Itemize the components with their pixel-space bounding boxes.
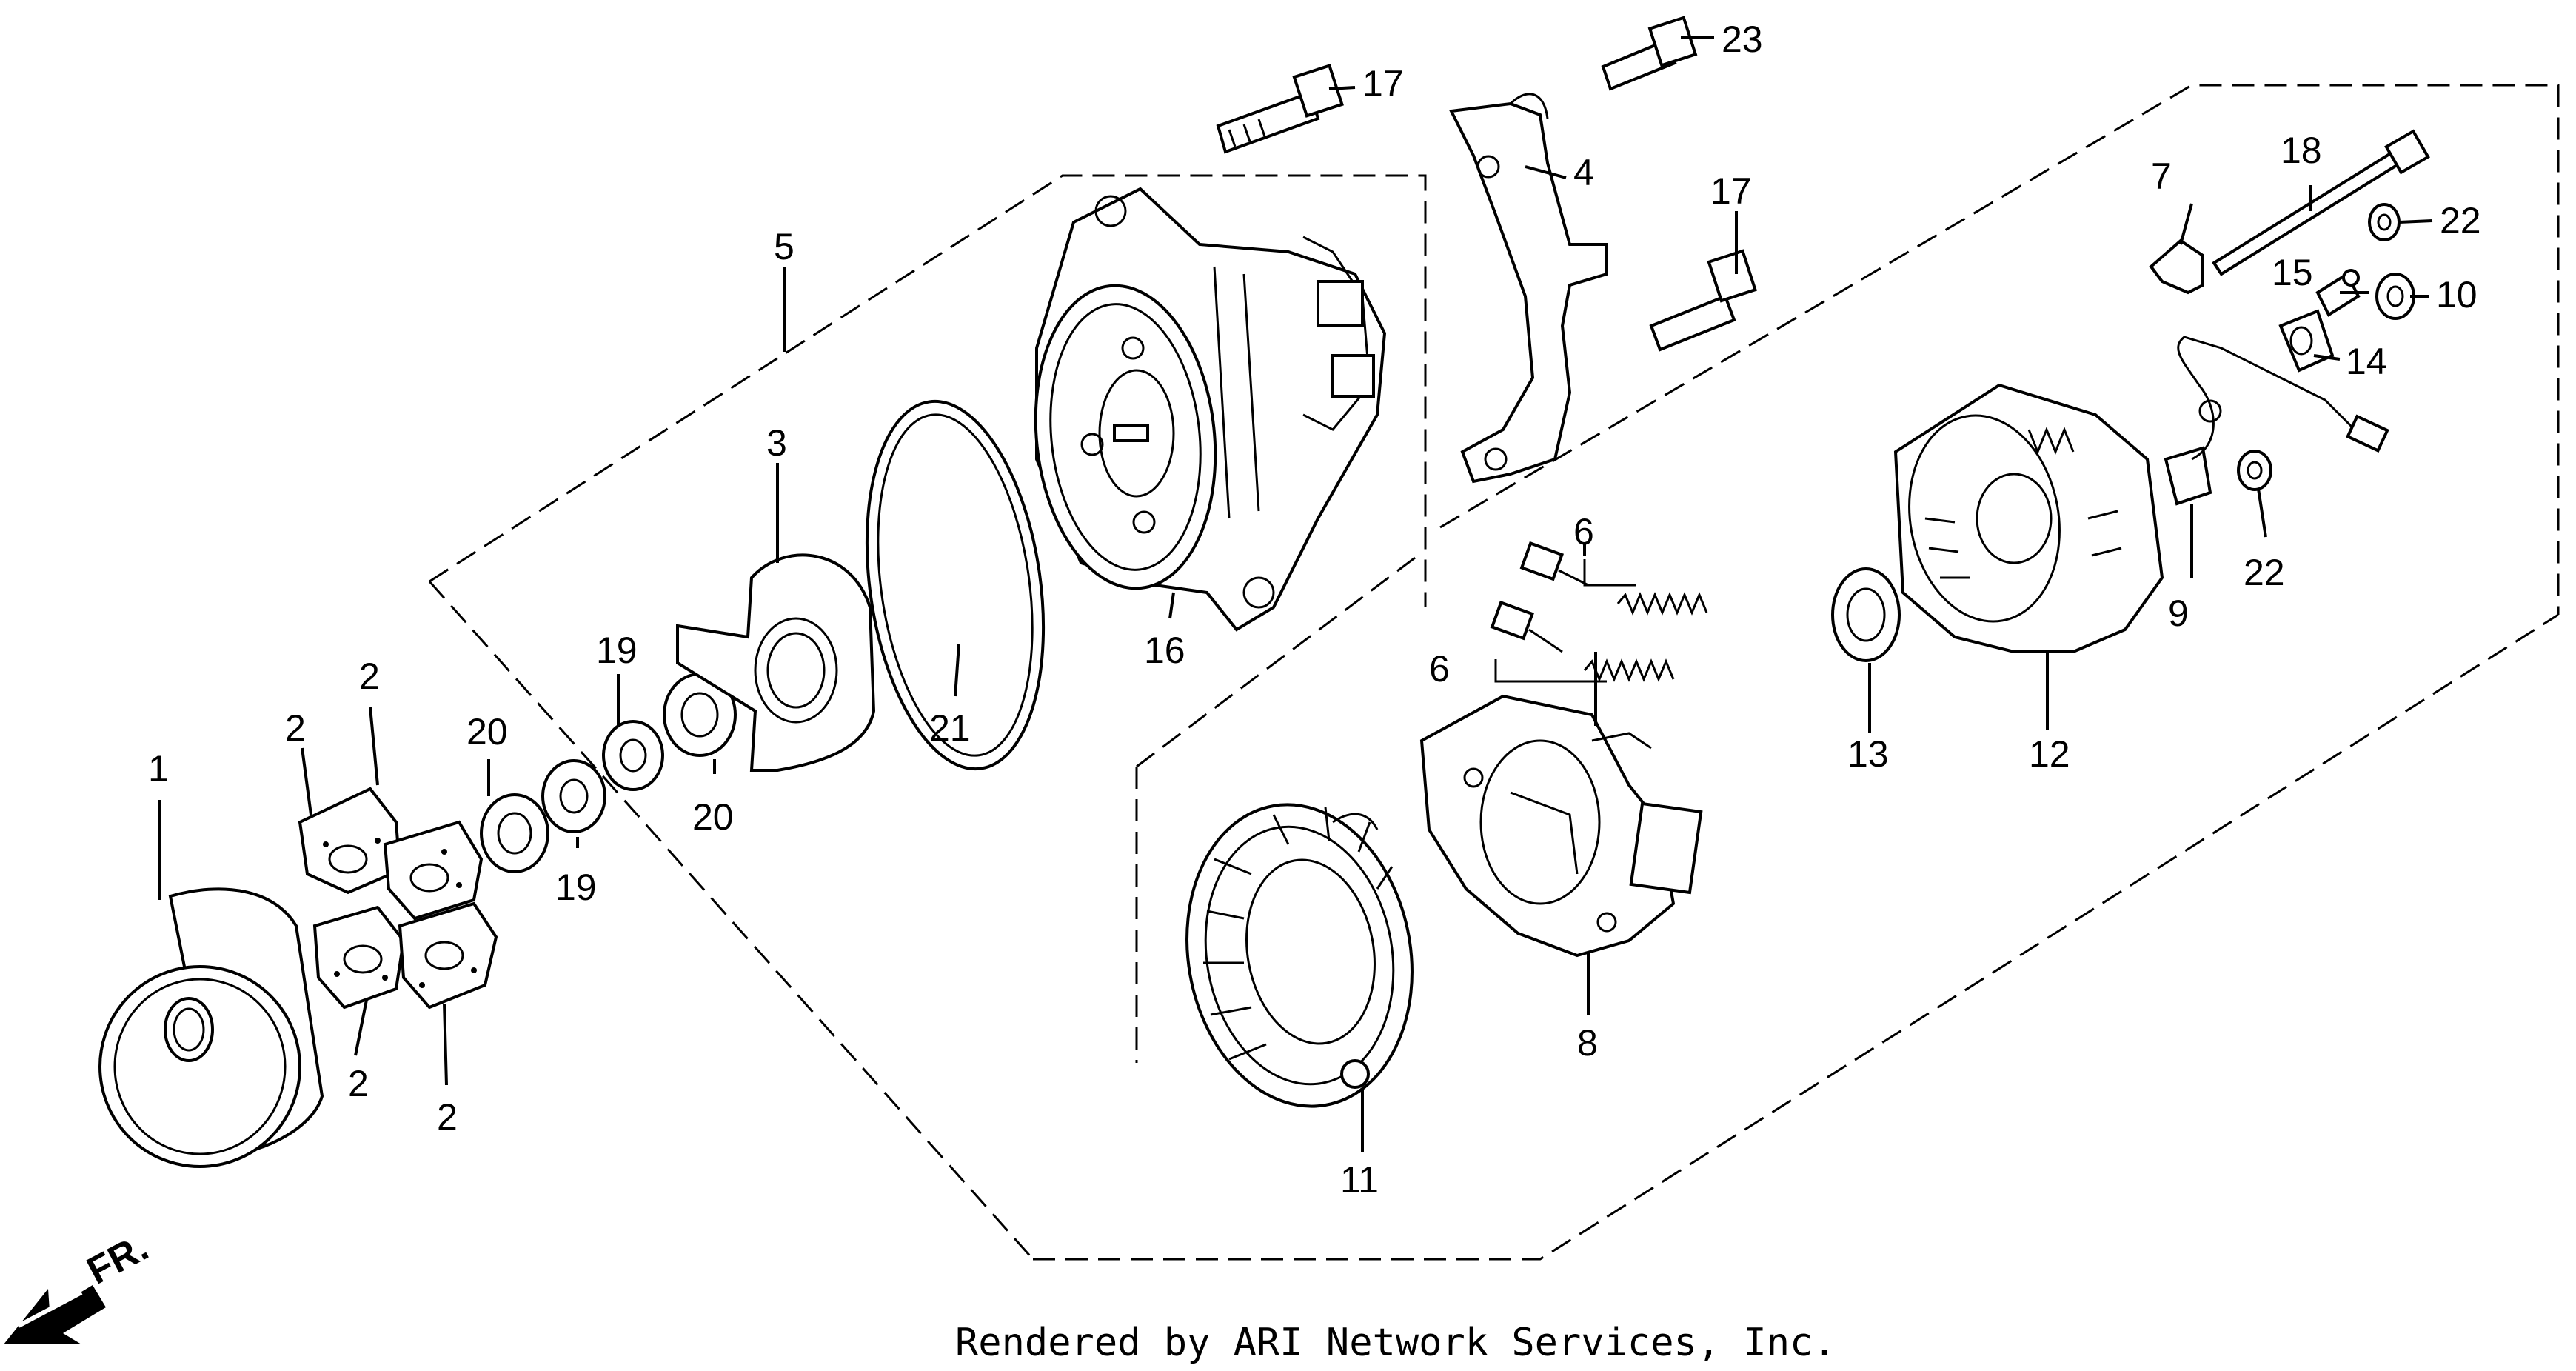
part-6-brushes-springs [1490,541,1708,683]
part-13-bearing [1831,567,1901,662]
part-10-nut [2375,273,2415,320]
callout-6b: 6 [1429,648,1450,690]
part-11-stator [1185,803,1414,1108]
footer-credit: Rendered by ARI Network Services, Inc. [955,1321,1836,1365]
callout-12: 12 [2029,733,2070,775]
leader-lines [158,36,2433,1152]
part-21-o-ring [865,399,1046,771]
part-22-nut-top [2368,203,2401,241]
callout-1: 1 [148,748,169,790]
callout-22a: 22 [2440,200,2481,241]
part-19-nut-right [602,720,664,791]
callout-6a: 6 [1573,511,1594,553]
callout-13: 13 [1847,733,1889,775]
part-9-terminal [2164,336,2389,506]
front-direction-label: FR. [80,1226,155,1293]
callout-21: 21 [929,707,971,749]
callout-5: 5 [774,226,794,267]
part-22-nut-bottom [2237,450,2272,491]
part-20-washer-right [663,673,737,757]
callout-23: 23 [1722,19,1763,60]
callout-labels: 1 2 2 2 2 3 4 5 6 6 7 8 9 10 11 12 13 14… [148,19,2481,1201]
part-3-fan-plate [676,553,876,772]
callout-20b: 20 [692,796,734,838]
part-4-bracket [1448,93,1608,484]
callout-22b: 22 [2244,552,2285,593]
front-direction-arrow-icon [4,1285,106,1344]
callout-10: 10 [2436,274,2478,316]
part-16-front-housing [1034,187,1387,632]
callout-14: 14 [2346,341,2387,382]
callout-7: 7 [2151,156,2172,197]
part-1-pulley [98,887,324,1168]
callout-20a: 20 [466,711,508,753]
callout-17b: 17 [1710,170,1752,212]
callout-4: 4 [1573,152,1594,193]
callout-11: 11 [1340,1159,1379,1201]
callout-19a: 19 [596,630,638,671]
callout-3: 3 [766,422,787,464]
callout-2c: 2 [348,1063,369,1104]
part-8-rectifier [1419,694,1703,958]
part-12-rear-housing [1893,383,2164,653]
part-17-bolt-top [1216,64,1344,154]
part-17-bolt-middle [1649,249,1757,352]
assembly-boundary-right [1033,84,2560,1261]
callout-15: 15 [2272,252,2313,293]
part-20-washer-left [480,793,549,873]
part-19-nut-left [541,759,606,833]
callout-9: 9 [2168,593,2189,634]
part-2-dampers [298,787,498,1010]
callout-2d: 2 [437,1096,458,1138]
callout-18: 18 [2281,130,2322,171]
part-23-bolt [1601,16,1698,91]
part-15-terminal-bolt [2315,269,2361,317]
callout-17a: 17 [1362,63,1404,104]
callout-8: 8 [1577,1022,1598,1064]
callout-2a: 2 [285,707,306,749]
part-14-insulator [2278,309,2335,373]
callout-19b: 19 [555,867,597,908]
callout-2b: 2 [359,656,380,697]
part-7-clip [2149,238,2204,295]
callout-16: 16 [1144,630,1185,671]
assembly-boundary-left [428,174,1427,1260]
